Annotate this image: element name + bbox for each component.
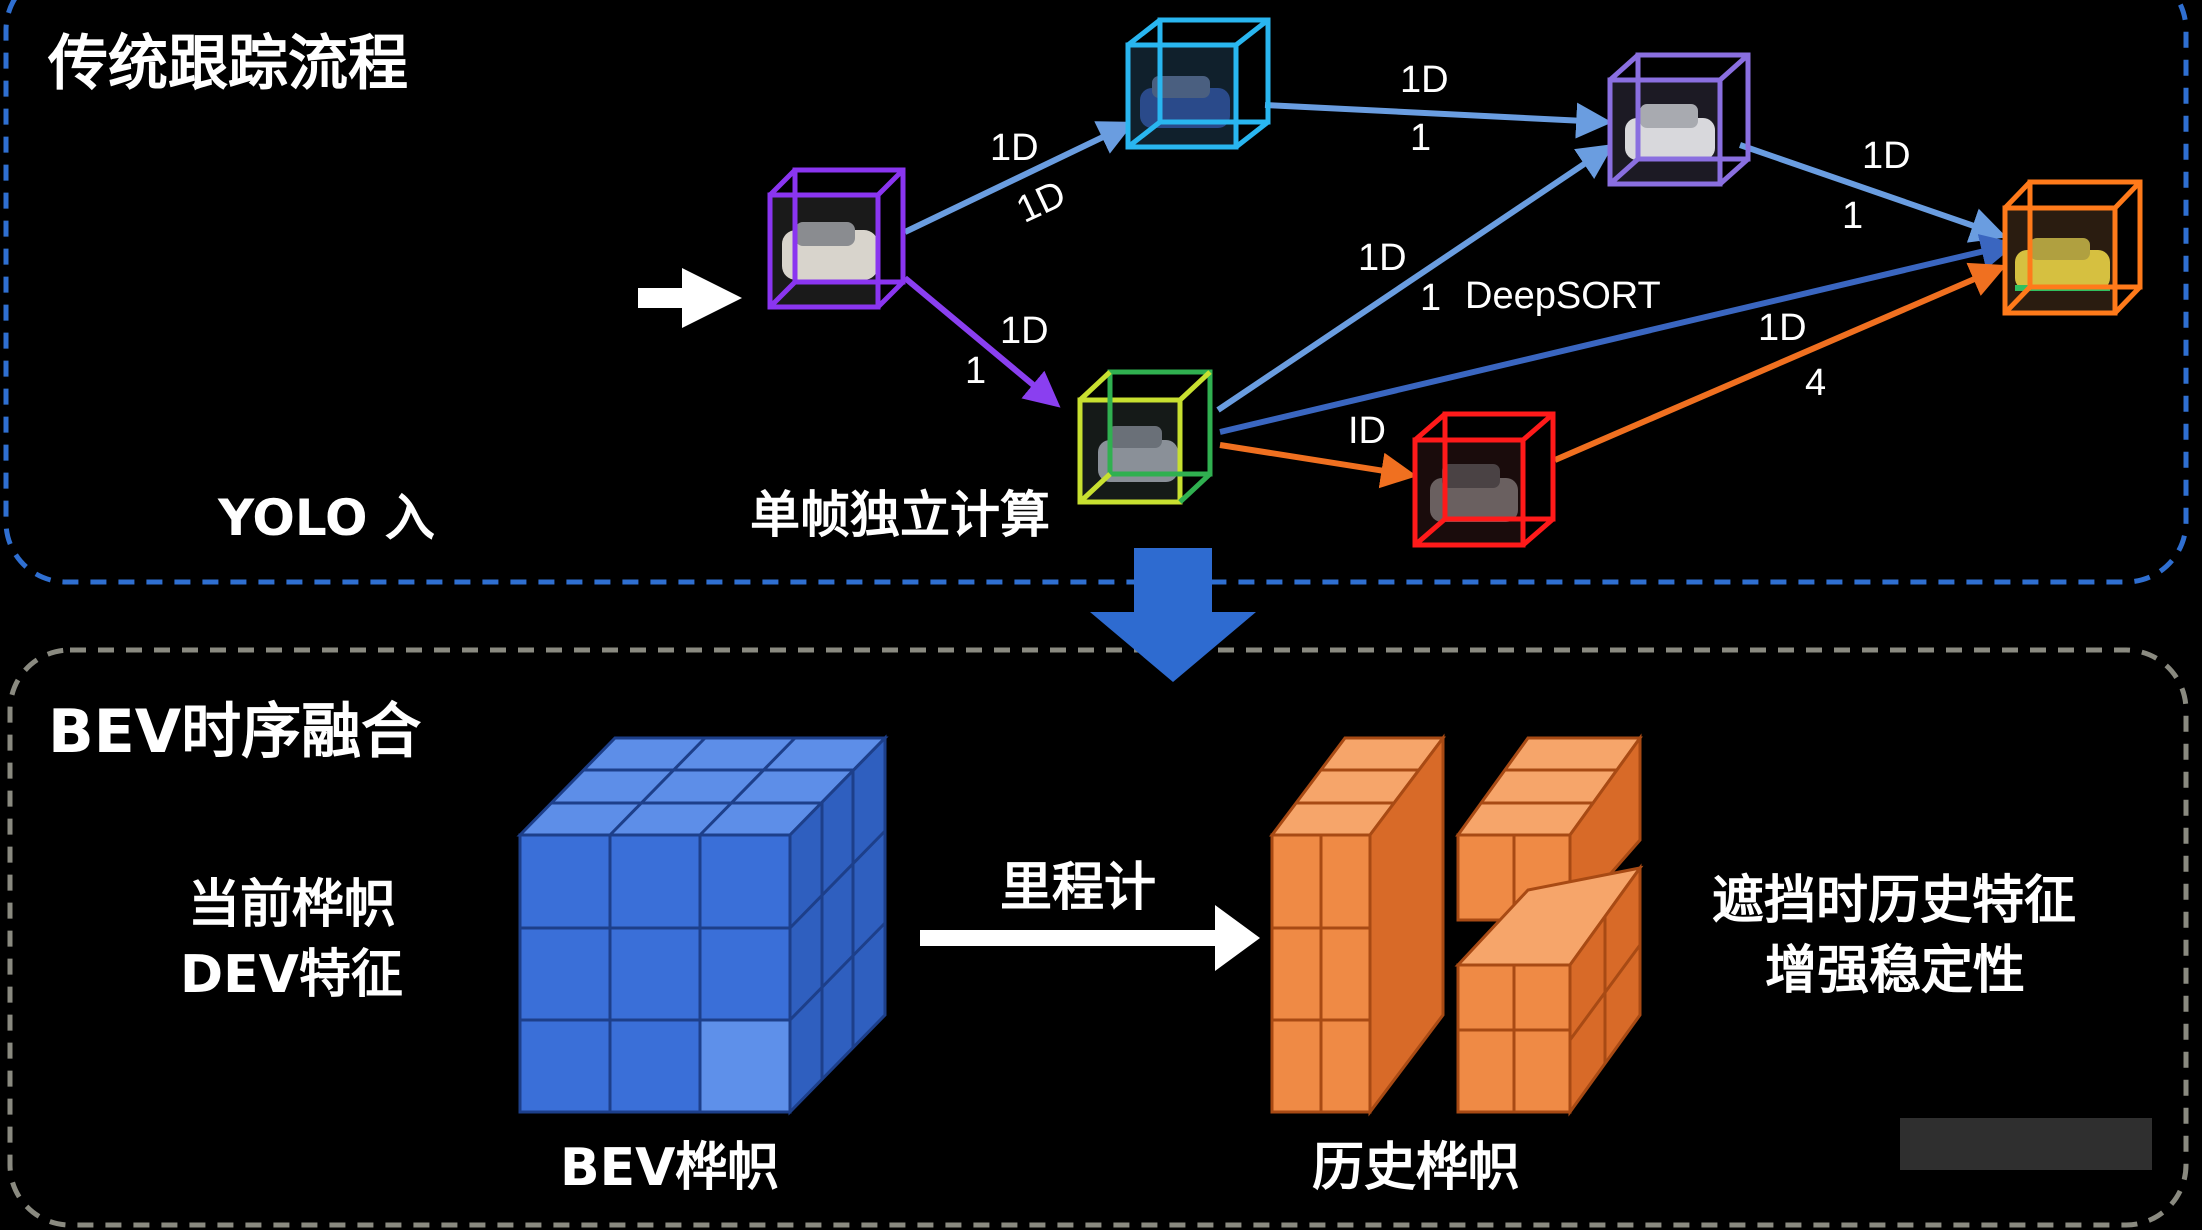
top-panel-title: 传统跟踪流程 <box>47 29 408 99</box>
edge-green-to-orange <box>1219 234 2018 435</box>
edge-label: 1D <box>1862 135 1911 177</box>
deepsort-label: DeepSORT <box>1465 275 1661 317</box>
occlusion-text-2: 增强稳定性 <box>1765 941 2025 1001</box>
odometer-arrow-icon <box>920 905 1260 971</box>
box-red <box>1412 411 1556 548</box>
odometer-label: 里程计 <box>1000 858 1156 918</box>
single-frame-caption: 单帧独立计算 <box>750 486 1050 544</box>
car-icon <box>2015 238 2110 290</box>
box-purple <box>767 167 906 310</box>
bottom-panel-title: BEV时序融合 <box>48 697 421 767</box>
edge-cyan-to-violet <box>1264 102 1613 139</box>
edge-label: 1D <box>1000 310 1049 352</box>
current-frame-text-1: 当前桦帜 <box>188 875 396 935</box>
blurred-watermark <box>1900 1118 2152 1170</box>
box-cyan <box>1125 17 1271 150</box>
edge-label: 1 <box>965 350 986 392</box>
edge-label: 1D <box>990 127 1039 169</box>
edge-label: 1 <box>1420 277 1441 319</box>
box-yellowgreen <box>1077 369 1213 505</box>
edge-label: 1D <box>1400 59 1449 101</box>
edge-green-to-red <box>1219 442 1418 489</box>
edge-red-to-orange <box>1553 262 2007 463</box>
car-icon <box>1625 104 1715 160</box>
car-icon <box>782 222 878 280</box>
edge-label: ID <box>1348 410 1386 452</box>
edge-green-to-violet <box>1216 143 1614 413</box>
right-arrow-icon <box>638 268 742 328</box>
edge-label: 1 <box>1842 195 1863 237</box>
occlusion-text-1: 遮挡时历史特征 <box>1712 871 2076 931</box>
bev-blue-cube <box>516 734 889 1116</box>
current-frame-text-2: DEV特征 <box>180 945 403 1005</box>
tracking-edges <box>903 102 2018 489</box>
box-violet <box>1607 52 1751 187</box>
car-icon <box>1430 464 1518 522</box>
down-arrow-icon <box>1090 548 1256 682</box>
bev-cube-caption: BEV桦帜 <box>560 1138 779 1198</box>
edge-label: 1D <box>1358 237 1407 279</box>
edge-purple-to-green <box>903 275 1061 408</box>
history-cube-caption: 历史桦帜 <box>1312 1138 1520 1198</box>
edge-label: 1 <box>1410 117 1431 159</box>
photo-caption: YOLO 入 <box>217 489 435 547</box>
edge-purple-to-cyan <box>903 121 1135 235</box>
edge-label: 1D <box>1758 307 1807 349</box>
box-orange <box>2002 179 2143 316</box>
edge-violet-to-orange <box>1739 142 2007 243</box>
edge-label: 4 <box>1805 362 1826 404</box>
history-orange-cube <box>1268 733 1644 1117</box>
